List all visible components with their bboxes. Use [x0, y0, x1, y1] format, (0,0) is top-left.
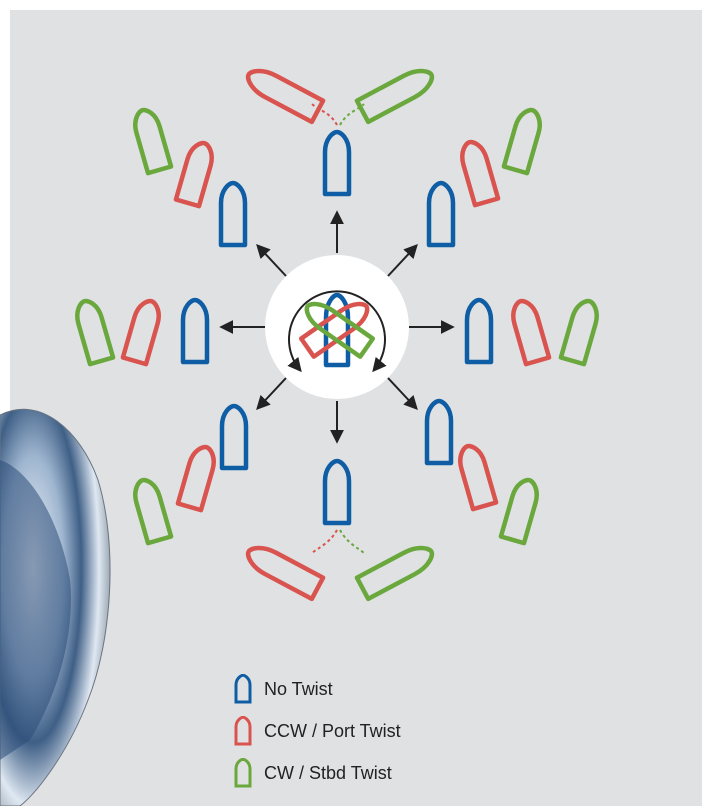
boat-bottomright-cw: [498, 477, 539, 546]
legend-label: CCW / Port Twist: [264, 720, 401, 741]
boat-right-no-twist: [464, 297, 494, 365]
twist-connector: [339, 529, 365, 554]
boat-outline-icon: [234, 758, 252, 788]
boat-bottomleft-ccw: [175, 444, 216, 513]
boat-outline-icon: [234, 674, 252, 704]
boat-topleft-ccw: [173, 140, 214, 209]
boat-bottom-no-twist: [322, 458, 352, 526]
arrow-group: [219, 210, 455, 444]
boat-left-ccw: [120, 298, 161, 367]
boat-left-no-twist: [180, 297, 210, 365]
direction-arrow-icon: [387, 243, 418, 277]
boat-right-cw: [558, 298, 599, 367]
boat-bottomright-ccw: [458, 443, 499, 512]
legend: No Twist CCW / Port Twist CW / Stbd Twis…: [232, 668, 401, 794]
boat-top-no-twist: [322, 129, 352, 197]
boat-topright-cw: [501, 107, 542, 176]
center-hub: [265, 255, 409, 399]
boat-topright-ccw: [460, 139, 501, 208]
rotation-arrows-icon: [287, 290, 387, 373]
connector-group: [311, 103, 365, 554]
legend-item-cw-stbd-twist: CW / Stbd Twist: [232, 752, 401, 794]
boat-bottomleft-cw: [133, 477, 174, 546]
legend-label: CW / Stbd Twist: [264, 762, 392, 783]
boat-left-cw: [75, 298, 116, 367]
legend-item-no-twist: No Twist: [232, 668, 401, 710]
center-boat-cw: [304, 301, 376, 359]
boat-right-ccw: [511, 298, 552, 367]
boat-topleft-no-twist: [218, 180, 248, 248]
boat-outline-icon: [234, 716, 252, 746]
boat-bottom-cw: [354, 545, 435, 602]
direction-arrow-icon: [387, 377, 418, 411]
boat-topright-no-twist: [426, 180, 456, 248]
twist-connector: [311, 103, 338, 126]
legend-label: No Twist: [264, 678, 333, 699]
boat-top-ccw: [245, 68, 326, 125]
boat-top-cw: [354, 68, 435, 125]
boat-topleft-cw: [133, 107, 174, 176]
propeller-highlight: [0, 460, 71, 760]
boat-group: [75, 68, 599, 602]
direction-arrow-icon: [256, 243, 287, 277]
boat-bottomright-no-twist: [424, 398, 454, 466]
boat-bottomleft-no-twist: [219, 403, 249, 471]
twist-connector: [311, 529, 338, 554]
direction-arrow-icon: [256, 377, 287, 411]
legend-item-ccw-port-twist: CCW / Port Twist: [232, 710, 401, 752]
twist-connector: [339, 103, 365, 126]
boat-bottom-ccw: [245, 545, 326, 602]
diagram-background: [10, 10, 702, 806]
